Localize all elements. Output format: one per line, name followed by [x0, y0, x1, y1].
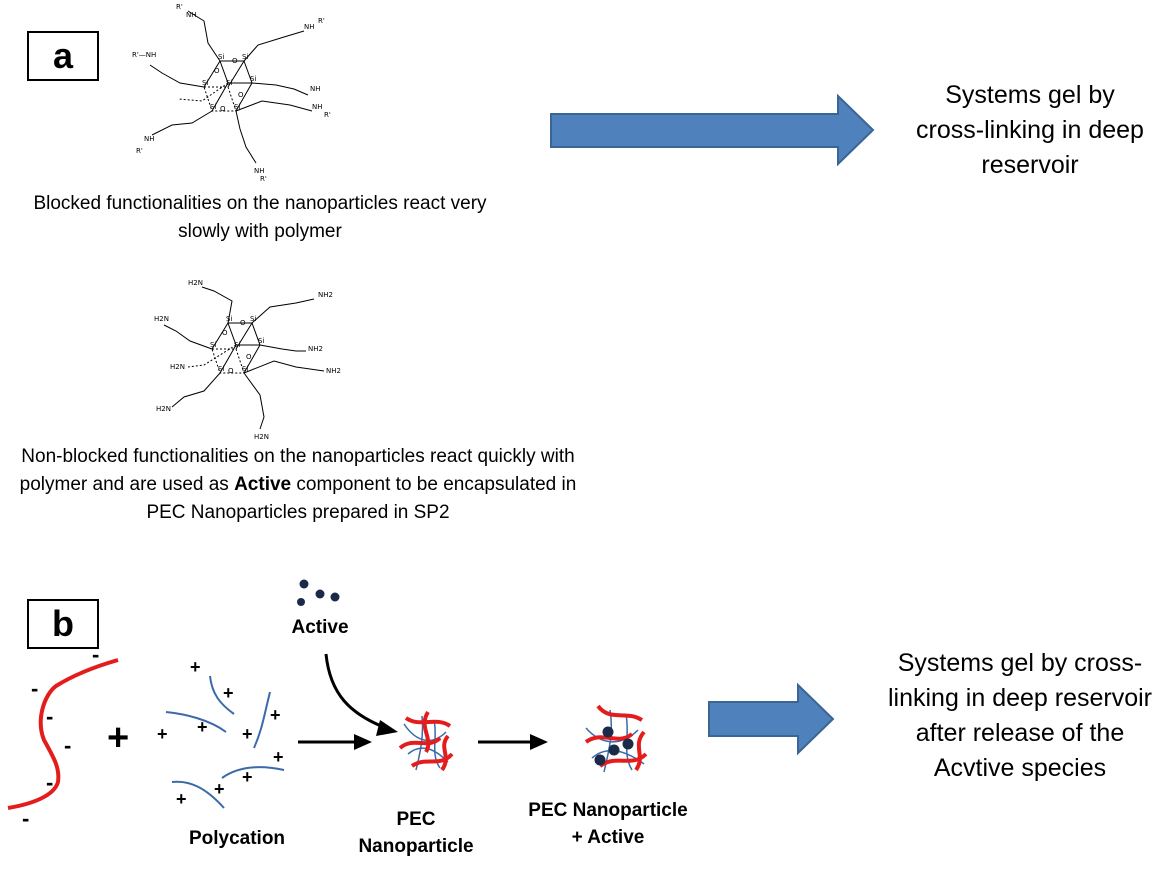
- pec-nanoparticle-graphic: [398, 710, 454, 772]
- svg-text:O: O: [240, 319, 246, 327]
- panel-label-b-text: b: [52, 603, 74, 644]
- plus-sign: +: [107, 717, 130, 759]
- svg-text:Si: Si: [210, 103, 216, 111]
- svg-text:R': R': [324, 111, 331, 119]
- svg-text:Si: Si: [234, 341, 240, 349]
- svg-text:O: O: [238, 91, 244, 99]
- svg-text:O: O: [214, 67, 220, 75]
- polycation-strands: [165, 675, 285, 809]
- svg-text:Si: Si: [242, 53, 248, 61]
- nonblocked-caption-part1: Non-blocked functionalities on the nanop…: [19, 446, 575, 495]
- svg-text:Si: Si: [210, 341, 216, 349]
- svg-text:R'—NH: R'—NH: [132, 51, 156, 59]
- nonblocked-caption-active: Active: [234, 474, 292, 495]
- polyanion-strand: [7, 658, 119, 810]
- svg-text:NH: NH: [304, 23, 315, 31]
- blocked-caption: Blocked functionalities on the nanoparti…: [33, 193, 487, 242]
- svg-text:NH2: NH2: [308, 345, 323, 353]
- charge-pos: +: [270, 705, 281, 725]
- panel-label-a: a: [27, 31, 99, 81]
- svg-text:R': R': [136, 147, 143, 155]
- panel-label-b: b: [27, 599, 99, 649]
- svg-text:H2N: H2N: [188, 279, 203, 287]
- svg-text:H2N: H2N: [170, 363, 185, 371]
- charge-neg: -: [46, 770, 54, 795]
- svg-text:NH: NH: [186, 11, 197, 19]
- result-text-b: Systems gel by cross-linking in deep res…: [887, 649, 1153, 782]
- polycation-label: Polycation: [188, 828, 286, 849]
- panel-label-a-text: a: [52, 35, 74, 76]
- charge-pos: +: [176, 789, 187, 809]
- svg-text:Si: Si: [226, 315, 232, 323]
- svg-text:O: O: [232, 57, 238, 65]
- svg-text:NH2: NH2: [318, 291, 333, 299]
- svg-text:Si: Si: [242, 365, 248, 373]
- svg-text:O: O: [228, 367, 234, 375]
- svg-text:O: O: [222, 329, 228, 337]
- svg-text:NH: NH: [254, 167, 265, 175]
- charge-neg: -: [64, 733, 72, 758]
- charge-neg: -: [92, 642, 100, 667]
- svg-text:Si: Si: [250, 75, 256, 83]
- nonblocked-caption: Non-blocked functionalities on the nanop…: [8, 443, 588, 527]
- blocked-nanoparticle-structure: R' NH NH R' R'—NH NH NH R' NH R' NH R' S…: [132, 3, 331, 183]
- reaction-arrows: [298, 653, 548, 750]
- charge-pos: +: [157, 724, 168, 744]
- charge-pos: +: [273, 747, 284, 767]
- charge-neg: -: [22, 806, 30, 831]
- charge-pos: +: [223, 683, 234, 703]
- blocked-label-r1: R': [176, 3, 183, 11]
- svg-text:Si: Si: [226, 79, 232, 87]
- pec-nanoparticle-label: PEC Nanoparticle: [358, 809, 474, 857]
- charge-pos: +: [190, 657, 201, 677]
- charge-pos: +: [242, 767, 253, 787]
- active-species-dots: [297, 579, 340, 606]
- result-text-a: Systems gel by cross-linking in deep res…: [916, 81, 1144, 179]
- svg-text:R': R': [318, 17, 325, 25]
- charge-neg: -: [46, 704, 54, 729]
- block-arrow-a: [550, 93, 875, 167]
- svg-text:Si: Si: [202, 79, 208, 87]
- svg-text:Si: Si: [258, 337, 264, 345]
- block-arrow-b: [708, 682, 835, 756]
- svg-text:H2N: H2N: [254, 433, 269, 441]
- svg-text:O: O: [246, 353, 252, 361]
- svg-text:Si: Si: [218, 53, 224, 61]
- svg-text:NH2: NH2: [326, 367, 341, 375]
- active-label: Active: [291, 617, 349, 638]
- charge-neg: -: [31, 676, 39, 701]
- charge-pos: +: [197, 717, 208, 737]
- svg-text:NH: NH: [310, 85, 321, 93]
- svg-text:H2N: H2N: [156, 405, 171, 413]
- svg-text:Si: Si: [250, 315, 256, 323]
- charge-pos: +: [214, 779, 225, 799]
- nonblocked-caption-part2: component to be encapsulated in PEC Nano…: [146, 474, 577, 523]
- svg-text:NH: NH: [312, 103, 323, 111]
- svg-text:Si: Si: [234, 103, 240, 111]
- svg-text:H2N: H2N: [154, 315, 169, 323]
- svg-text:NH: NH: [144, 135, 155, 143]
- pec-active-nanoparticle-graphic: [584, 704, 648, 773]
- svg-text:Si: Si: [218, 365, 224, 373]
- charge-pos: +: [242, 724, 253, 744]
- pec-active-label: PEC Nanoparticle + Active: [528, 800, 688, 848]
- svg-text:R': R': [260, 175, 267, 183]
- svg-text:O: O: [220, 105, 226, 113]
